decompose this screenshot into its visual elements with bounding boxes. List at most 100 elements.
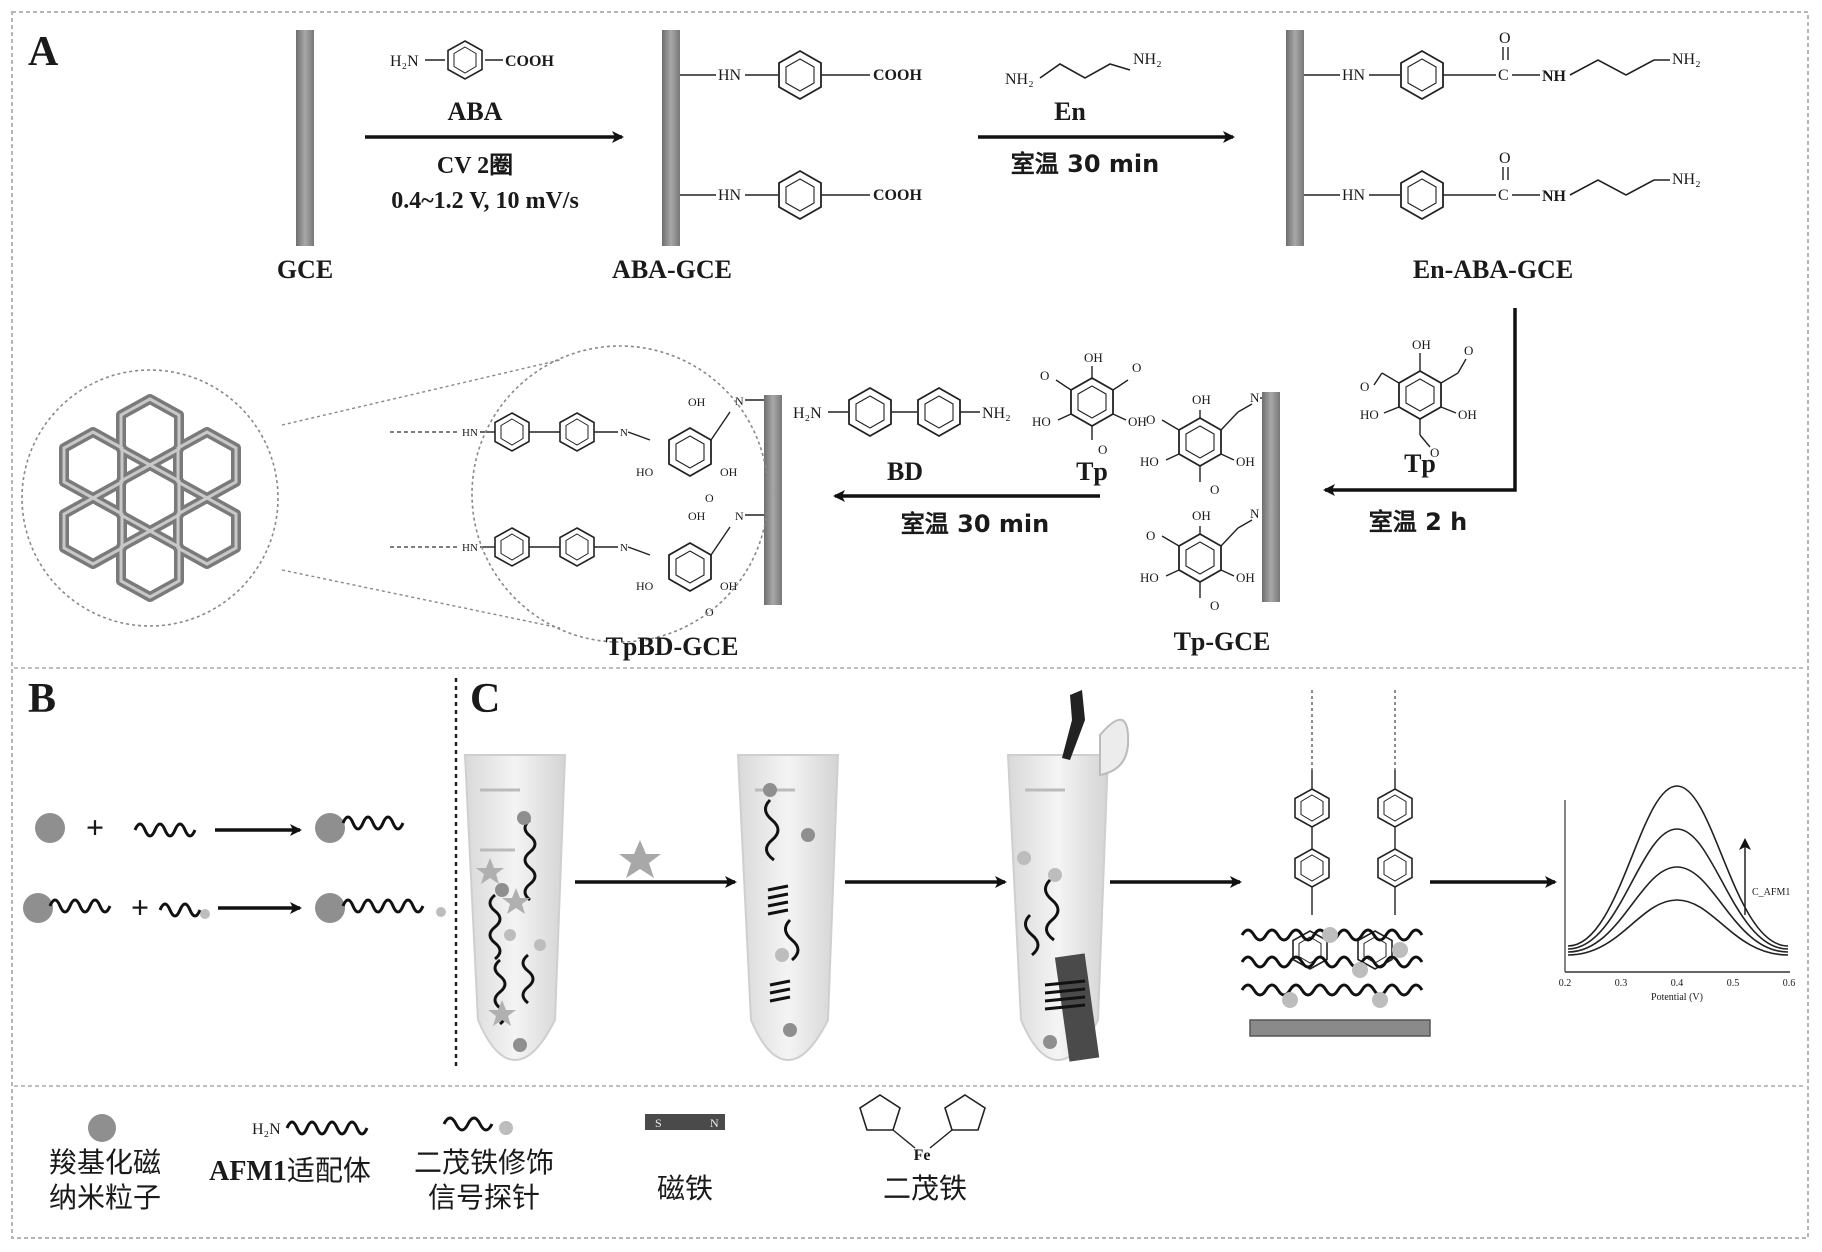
svg-text:C: C <box>1498 67 1509 84</box>
step3-condition: 室温 2 h <box>1369 508 1468 536</box>
svg-text:NH: NH <box>1542 188 1567 205</box>
en-aba-gce-arm-top: HN C O NH NH₂ <box>1304 30 1701 99</box>
reagent-tp-label-step3: Tp <box>1404 449 1436 478</box>
svg-text:羧基化磁: 羧基化磁 <box>49 1146 161 1179</box>
svg-text:O: O <box>1040 368 1049 383</box>
legend-item-aptamer: H₂N AFM1适配体 <box>209 1121 371 1187</box>
zoom-line-top <box>282 360 560 425</box>
reagent-bd-structure: H₂N NH₂ <box>793 388 1011 436</box>
reagent-tp-structure-step3: OH O OH O HO O <box>1360 337 1477 460</box>
legend-item-magnetic-bead: 羧基化磁 纳米粒子 <box>49 1114 161 1214</box>
svg-text:磁铁: 磁铁 <box>657 1172 713 1205</box>
legend-ferrocene-fe: Fe <box>914 1147 931 1164</box>
cv-curve <box>1568 867 1788 952</box>
svg-text:O: O <box>1464 343 1473 358</box>
svg-text:COOH: COOH <box>873 67 922 84</box>
svg-text:HO: HO <box>636 465 654 479</box>
svg-text:NH₂: NH₂ <box>1672 51 1701 68</box>
step4-condition: 室温 30 min <box>901 510 1049 538</box>
svg-text:纳米粒子: 纳米粒子 <box>49 1181 161 1214</box>
reagent-aba-structure: H₂N COOH <box>390 41 554 79</box>
afm1-star-icon <box>619 840 661 878</box>
svg-text:HO: HO <box>1032 414 1051 429</box>
label-tp-gce: Tp-GCE <box>1174 627 1271 656</box>
svg-text:O: O <box>1146 412 1155 427</box>
x-tick-2: 0.4 <box>1671 978 1684 989</box>
svg-text:NH₂: NH₂ <box>1005 71 1034 88</box>
label-en-aba-gce: En-ABA-GCE <box>1413 255 1573 284</box>
svg-text:OH: OH <box>1192 392 1211 407</box>
electrode-gce <box>296 30 314 246</box>
x-tick-1: 0.3 <box>1615 978 1628 989</box>
electrode-tpbd-gce <box>764 395 782 605</box>
aba-gce-arm-top: HN COOH <box>680 51 922 99</box>
svg-text:二茂铁修饰: 二茂铁修饰 <box>414 1146 554 1179</box>
svg-text:O: O <box>1210 598 1219 613</box>
svg-text:HN: HN <box>1342 67 1366 84</box>
svg-text:N: N <box>735 509 744 523</box>
en-aba-gce-arm-bottom: HN C O NH NH₂ <box>1304 150 1701 219</box>
cv-curve <box>1568 786 1788 946</box>
tp-gce-unit-top: N OH O HO OH O <box>1140 390 1262 497</box>
voltammogram: C_AFM1 0.2 0.3 0.4 0.5 0.6 Potential (V) <box>1559 786 1796 1003</box>
svg-text:HN: HN <box>1342 187 1366 204</box>
step1-condition-2: 0.4~1.2 V, 10 mV/s <box>391 188 579 214</box>
svg-text:+: + <box>131 889 149 925</box>
svg-text:O: O <box>1360 379 1369 394</box>
zoom-circle-small <box>472 346 768 642</box>
cof-framework-illustration <box>64 399 236 597</box>
svg-text:OH: OH <box>720 579 738 593</box>
electrode-capture-illustration <box>1242 690 1430 1036</box>
zoom-circle-large <box>22 370 278 626</box>
svg-text:OH: OH <box>1412 337 1431 352</box>
panel-b-row1: + <box>35 809 403 845</box>
reagent-bd-label: BD <box>887 457 923 486</box>
tube-1 <box>465 755 565 1060</box>
label-aba-gce: ABA-GCE <box>612 255 732 284</box>
step2-condition: 室温 30 min <box>1011 150 1159 178</box>
svg-text:NH₂: NH₂ <box>1672 171 1701 188</box>
reagent-en-label: En <box>1054 97 1086 126</box>
panel-label-b: B <box>28 676 56 722</box>
svg-text:OH: OH <box>688 509 706 523</box>
svg-text:+: + <box>86 809 104 845</box>
legend-aptamer-icon <box>287 1122 367 1134</box>
svg-text:H₂N: H₂N <box>390 53 419 70</box>
reagent-tp-structure-step4: OH O OH O HO O <box>1032 350 1147 457</box>
reagent-aba-label: ABA <box>448 97 503 126</box>
svg-text:OH: OH <box>688 395 706 409</box>
x-tick-0: 0.2 <box>1559 978 1572 989</box>
svg-text:HO: HO <box>1360 407 1379 422</box>
zoom-line-bottom <box>282 570 560 628</box>
svg-text:HN: HN <box>718 67 742 84</box>
svg-text:HO: HO <box>1140 570 1159 585</box>
svg-text:OH: OH <box>1084 350 1103 365</box>
svg-text:二茂铁: 二茂铁 <box>883 1172 967 1205</box>
label-tpbd-gce: TpBD-GCE <box>606 632 739 661</box>
aptamer-icon <box>135 824 195 836</box>
svg-text:O: O <box>705 491 714 505</box>
svg-text:OH: OH <box>720 465 738 479</box>
svg-text:信号探针: 信号探针 <box>428 1181 540 1214</box>
panel-label-c: C <box>470 676 500 722</box>
svg-text:COOH: COOH <box>873 187 922 204</box>
svg-text:N: N <box>710 1116 719 1130</box>
tube-3 <box>1008 690 1128 1062</box>
svg-text:S: S <box>655 1116 662 1130</box>
svg-text:N: N <box>1250 390 1260 405</box>
svg-text:HN: HN <box>718 187 742 204</box>
reagent-tp-label-step4: Tp <box>1076 457 1108 486</box>
svg-text:OH: OH <box>1192 508 1211 523</box>
label-gce: GCE <box>277 255 333 284</box>
step1-condition-1: CV 2圈 <box>437 153 513 179</box>
voltammogram-xlabel: Potential (V) <box>1651 992 1703 1003</box>
svg-text:HN: HN <box>462 427 478 439</box>
legend-probe-icon <box>444 1118 492 1130</box>
svg-text:H₂N: H₂N <box>252 1121 281 1138</box>
voltammogram-arrow-label: C_AFM1 <box>1752 887 1790 898</box>
probe-icon <box>160 904 200 916</box>
svg-text:AFM1适配体: AFM1适配体 <box>209 1154 371 1187</box>
x-tick-3: 0.5 <box>1727 978 1740 989</box>
svg-text:O: O <box>1098 442 1107 457</box>
svg-text:HO: HO <box>1140 454 1159 469</box>
